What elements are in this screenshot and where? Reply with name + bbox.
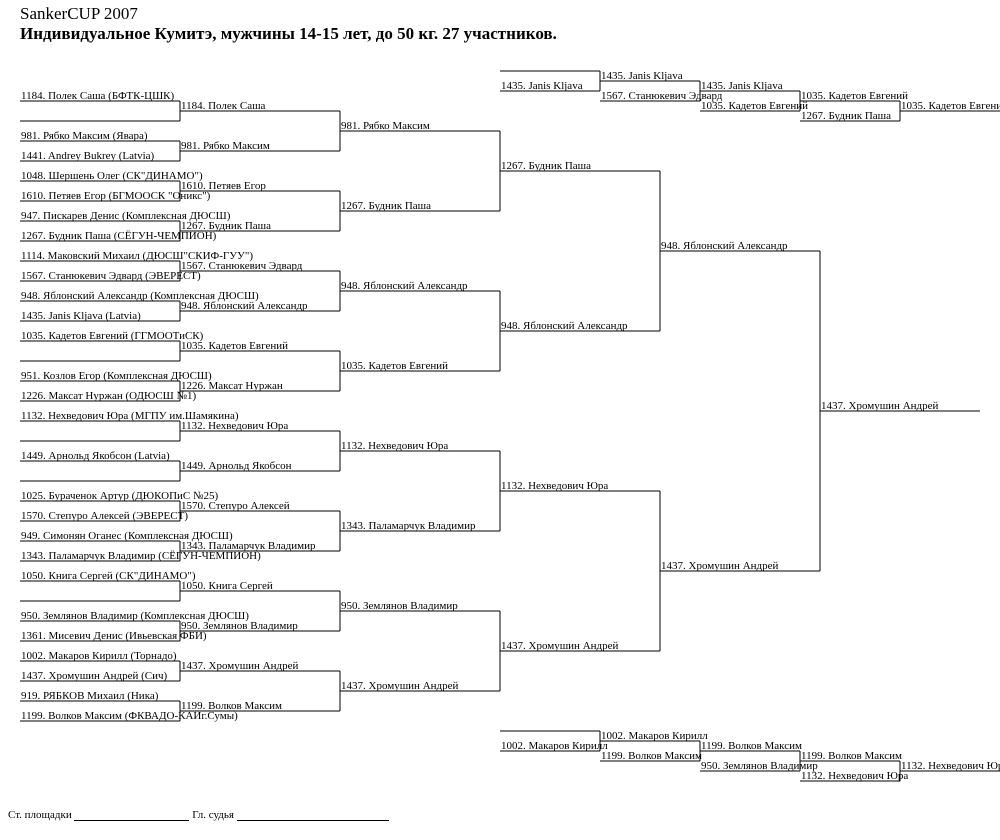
bracket-r2-slot-15: 1437. Хромушин Андрей: [181, 660, 298, 672]
repechage-top-r3-slot-1: 1035. Кадетов Евгений: [801, 90, 908, 102]
bracket-r2-slot-8: 1226. Максат Нуржан: [181, 380, 283, 392]
bracket-r2-slot-7: 1035. Кадетов Евгений: [181, 340, 288, 352]
repechage-bottom-winner: 1132. Нехведович Юра: [901, 760, 1000, 772]
bracket-r1-slot-25: 1050. Книга Сергей (СК"ДИНАМО"): [21, 570, 196, 582]
repechage-top-entrant-2: 1435. Janis Kljava: [501, 80, 583, 92]
bracket-r4-slot-4: 1437. Хромушин Андрей: [501, 640, 618, 652]
site-official-label: Ст. площадки: [8, 809, 72, 821]
bracket-r1-slot-3: 981. Рябко Максим (Явара): [21, 130, 148, 142]
bracket-r4-slot-2: 948. Яблонский Александр: [501, 320, 628, 332]
bracket-r3-slot-2: 1267. Будник Паша: [341, 200, 431, 212]
bracket-r2-slot-1: 1184. Полек Саша: [181, 100, 266, 112]
bracket-r1-slot-23: 949. Симонян Оганес (Комплексная ДЮСШ): [21, 530, 233, 542]
repechage-top-r1-slot-1: 1435. Janis Kljava: [601, 70, 683, 82]
bracket-r2-slot-5: 1567. Станюкевич Эдвард: [181, 260, 303, 272]
bracket-r2-slot-12: 1343. Паламарчук Владимир: [181, 540, 316, 552]
repechage-bottom-r3-slot-1: 1199. Волков Максим: [801, 750, 902, 762]
bracket-r2-slot-13: 1050. Книга Сергей: [181, 580, 273, 592]
bracket-r1-slot-27: 950. Землянов Владимир (Комплексная ДЮСШ…: [21, 610, 249, 622]
bracket-r3-slot-4: 1035. Кадетов Евгений: [341, 360, 448, 372]
bracket-r2-slot-3: 1610. Петяев Егор: [181, 180, 266, 192]
bracket-r4-slot-3: 1132. Нехведович Юра: [501, 480, 608, 492]
bracket-r1-slot-28: 1361. Мисевич Денис (Ивьевская ФБИ): [21, 630, 207, 642]
repechage-bottom-r2-slot-1: 1199. Волков Максим: [701, 740, 802, 752]
repechage-bottom-r1-slot-1: 1002. Макаров Кирилл: [601, 730, 708, 742]
bracket-r4-slot-1: 1267. Будник Паша: [501, 160, 591, 172]
bracket-r1-slot-30: 1437. Хромушин Андрей (Сич): [21, 670, 168, 682]
repechage-top-r3-slot-2: 1267. Будник Паша: [801, 110, 891, 122]
bracket-r1-slot-19: 1449. Арнольд Якобсон (Latvia): [21, 450, 170, 462]
bracket-r3-slot-8: 1437. Хромушин Андрей: [341, 680, 458, 692]
bracket-r1-slot-5: 1048. Шершень Олег (СК"ДИНАМО"): [21, 170, 203, 182]
site-official-signature-line: [74, 810, 190, 821]
repechage-top-r2-slot-2: 1035. Кадетов Евгений: [701, 100, 808, 112]
bracket-r5-slot-2: 1437. Хромушин Андрей: [661, 560, 778, 572]
bracket-r3-slot-5: 1132. Нехведович Юра: [341, 440, 448, 452]
bracket-r1-slot-22: 1570. Степуро Алексей (ЭВЕРЕСТ): [21, 510, 188, 522]
bracket-r1-slot-32: 1199. Волков Максим (ФКВАДО-КАИг.Сумы): [21, 710, 238, 722]
chief-judge-signature-line: [236, 810, 389, 821]
bracket-r1-slot-4: 1441. Andrey Bukrey (Latvia): [21, 150, 155, 162]
signature-footer: Ст. площадки Гл. судья: [8, 809, 389, 821]
bracket-r1-slot-10: 1567. Станюкевич Эдвард (ЭВЕРЕСТ): [21, 270, 201, 282]
bracket-r2-slot-2: 981. Рябко Максим: [181, 140, 270, 152]
bracket-r5-slot-1: 948. Яблонский Александр: [661, 240, 788, 252]
bracket-r2-slot-14: 950. Землянов Владимир: [181, 620, 298, 632]
bracket-r2-slot-10: 1449. Арнольд Якобсон: [181, 460, 292, 472]
bracket-r2-slot-4: 1267. Будник Паша: [181, 220, 271, 232]
bracket-r3-slot-6: 1343. Паламарчук Владимир: [341, 520, 476, 532]
page-subtitle: Индивидуальное Кумитэ, мужчины 14-15 лет…: [20, 24, 557, 43]
bracket-r6-slot-1: 1437. Хромушин Андрей: [821, 400, 938, 412]
bracket-r1-slot-17: 1132. Нехведович Юра (МГПУ им.Шамякина): [21, 410, 239, 422]
bracket-r1-slot-31: 919. РЯБКОВ Михаил (Ника): [21, 690, 159, 702]
bracket-r1-slot-8: 1267. Будник Паша (СЁГУН-ЧЕМПИОН): [21, 230, 217, 242]
bracket-r1-slot-15: 951. Козлов Егор (Комплексная ДЮСШ): [21, 370, 212, 382]
bracket-r1-slot-16: 1226. Максат Нуржан (ОДЮСШ №1): [21, 390, 197, 402]
bracket-r3-slot-3: 948. Яблонский Александр: [341, 280, 468, 292]
bracket-r1-slot-29: 1002. Макаров Кирилл (Торнадо): [21, 650, 177, 662]
repechage-bottom-r1-slot-2: 1199. Волков Максим: [601, 750, 702, 762]
bracket-r1-slot-1: 1184. Полек Саша (БФТК-ЦШК): [21, 90, 175, 102]
bracket-r2-slot-6: 948. Яблонский Александр: [181, 300, 308, 312]
bracket-r1-slot-21: 1025. Бураченок Артур (ДЮКОПиС №25): [21, 490, 218, 502]
bracket-r2-slot-9: 1132. Нехведович Юра: [181, 420, 288, 432]
repechage-top-winner: 1035. Кадетов Евгений: [901, 100, 1000, 112]
bracket-r1-slot-9: 1114. Маковский Михаил (ДЮСШ"СКИФ-ГУУ"): [21, 250, 253, 262]
chief-judge-label: Гл. судья: [192, 809, 234, 821]
bracket-r1-slot-6: 1610. Петяев Егор (БГМООСК "Оникс"): [21, 190, 211, 202]
repechage-top-r2-slot-1: 1435. Janis Kljava: [701, 80, 783, 92]
bracket-r1-slot-13: 1035. Кадетов Евгений (ГГМООТиСК): [21, 330, 204, 342]
bracket-r3-slot-1: 981. Рябко Максим: [341, 120, 430, 132]
repechage-bottom-r2-slot-2: 950. Землянов Владимир: [701, 760, 818, 772]
page-title: SankerCUP 2007: [20, 4, 138, 23]
bracket-r1-slot-24: 1343. Паламарчук Владимир (СЁГУН-ЧЕМПИОН…: [21, 550, 261, 562]
bracket-r1-slot-11: 948. Яблонский Александр (Комплексная ДЮ…: [21, 290, 259, 302]
bracket-r2-slot-16: 1199. Волков Максим: [181, 700, 282, 712]
bracket-r2-slot-11: 1570. Степуро Алексей: [181, 500, 290, 512]
bracket-r1-slot-12: 1435. Janis Kljava (Latvia): [21, 310, 141, 322]
repechage-bottom-entrant-2: 1002. Макаров Кирилл: [501, 740, 608, 752]
bracket-r1-slot-7: 947. Пискарев Денис (Комплексная ДЮСШ): [21, 210, 231, 222]
repechage-bottom-r3-slot-2: 1132. Нехведович Юра: [801, 770, 908, 782]
repechage-top-r1-slot-2: 1567. Станюкевич Эдвард: [601, 90, 723, 102]
bracket-r3-slot-7: 950. Землянов Владимир: [341, 600, 458, 612]
